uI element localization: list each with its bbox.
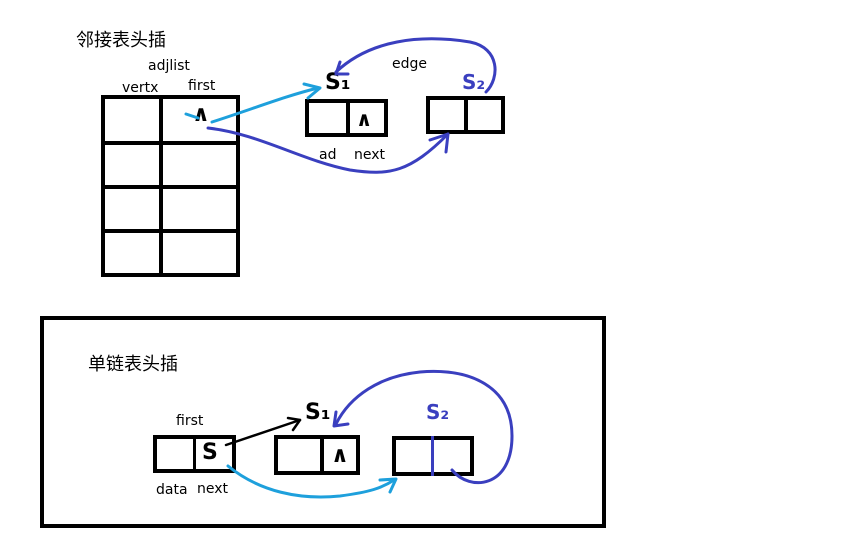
bottom-next-label: next [197,481,229,497]
next-label: next [354,147,386,163]
data-label: data [156,482,188,498]
ad-label: ad [319,147,337,163]
node-s2-label: S₂ [462,70,486,94]
bottom-first-label: first [176,413,204,429]
bottom-node-s1-divider [320,435,324,475]
table-row [101,185,240,233]
vertx-label: vertx [122,80,159,96]
arrow-first-to-s1-head [302,82,322,100]
node-s1-label: S₁ [325,70,351,95]
edge-label: edge [392,56,427,72]
node-s2-divider [464,96,468,134]
bottom-node-s1-label: S₁ [305,400,331,425]
top-title: 邻接表头插 [76,30,166,51]
table-column-divider [159,95,163,277]
adjlist-label: adjlist [148,58,190,74]
table-row [101,141,240,189]
table-row [101,229,240,277]
node-s1-next-null: ∧ [356,107,373,131]
bottom-node-s1-next-null: ∧ [331,443,349,468]
first-node-divider [193,435,196,473]
first-node-s-mark: S [202,440,218,465]
bottom-title: 单链表头插 [88,354,178,375]
first-null-mark: ∧ [192,102,210,127]
bottom-frame [40,316,606,528]
node-s1-divider [346,99,350,137]
arrow-first-to-s2-head [428,132,450,154]
bottom-node-s2-divider [431,436,434,476]
table-row [101,95,240,145]
bottom-node-s2-label: S₂ [426,400,450,424]
first-label: first [188,78,216,94]
